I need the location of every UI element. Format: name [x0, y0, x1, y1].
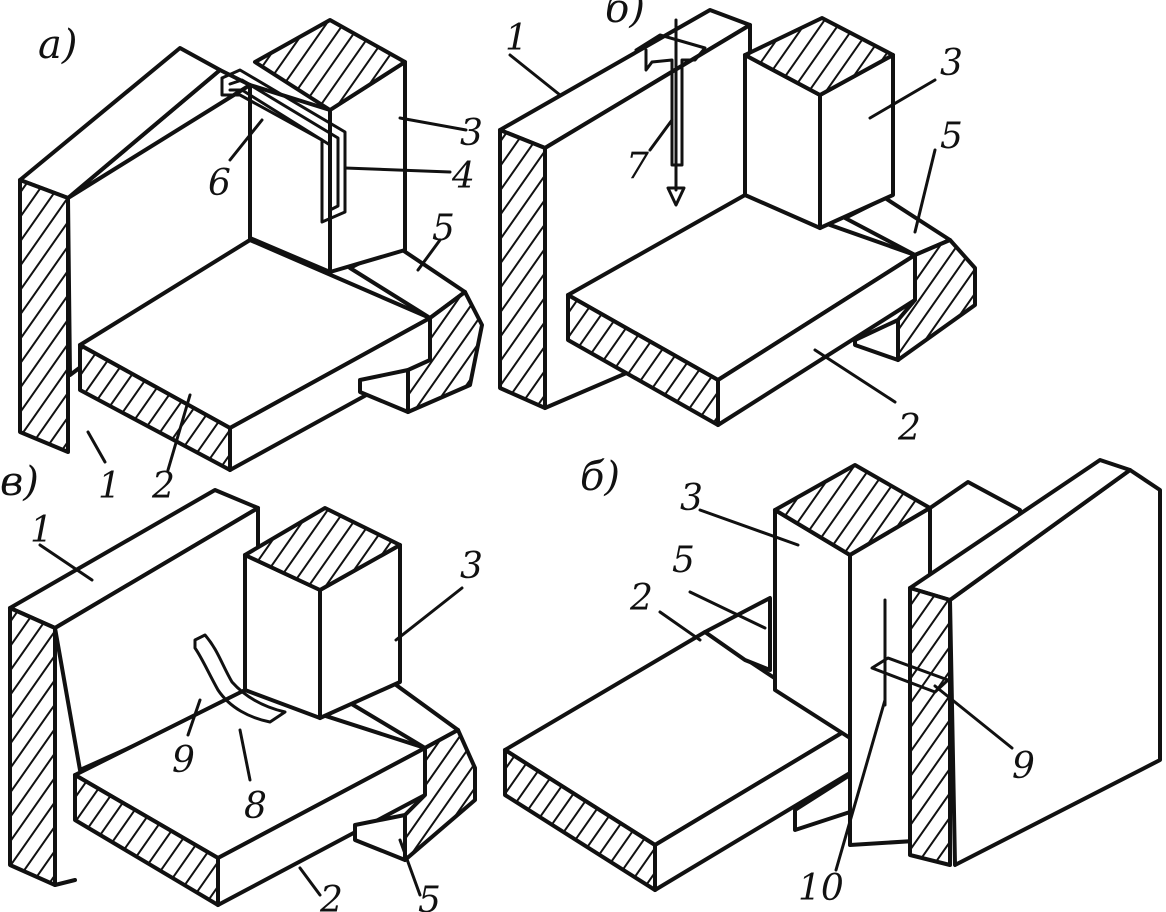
callout-a-4: 4 [451, 156, 475, 197]
callout-a-5: 5 [432, 208, 455, 249]
callout-a-6: 6 [208, 163, 231, 204]
part-7-electrode [634, 33, 707, 167]
panel-g-label: б) [580, 454, 620, 500]
part-1-wall-section [8, 606, 57, 887]
panel-g [503, 458, 1162, 892]
panel-a-label: a) [38, 22, 77, 68]
part-3-top-section [253, 18, 407, 112]
part-1-plate-section [908, 586, 952, 867]
part-1-wall-section [18, 178, 70, 454]
callout-v-1: 1 [30, 510, 53, 551]
callout-v-3: 3 [460, 546, 483, 587]
part-3-front [248, 83, 332, 274]
part-3-top-section [743, 16, 895, 97]
part-8-9-strip [193, 633, 287, 724]
part-5-under [853, 318, 900, 362]
panel-a [18, 18, 484, 472]
callout-g-9: 9 [1012, 746, 1035, 787]
callout-v-8: 8 [244, 786, 267, 827]
callout-b-1: 1 [505, 18, 528, 59]
callout-a-3: 3 [460, 113, 483, 154]
callout-v-2: 2 [319, 880, 343, 912]
callout-v-9: 9 [172, 740, 195, 781]
callout-b-7: 7 [626, 146, 649, 187]
callout-a-2: 2 [151, 466, 175, 507]
part-3-top-section [243, 506, 402, 592]
part-1-wall-section [498, 128, 547, 410]
callout-b-2: 2 [897, 408, 921, 449]
callout-b-5: 5 [940, 116, 963, 157]
callout-g-5: 5 [672, 540, 695, 581]
callout-a-1: 1 [98, 466, 121, 507]
part-4-electrode [220, 68, 347, 224]
panel-v-label: в) [0, 459, 39, 505]
part-5-section [896, 238, 977, 362]
part-9-strip [870, 656, 950, 694]
part-5-under [358, 368, 410, 414]
callout-b-3: 3 [940, 43, 963, 84]
part-5-under [353, 813, 407, 862]
part-5-top [703, 596, 772, 672]
callout-v-5: 5 [418, 880, 441, 912]
panel-b [498, 8, 977, 427]
callout-g-2: 2 [629, 578, 653, 619]
callout-g-3: 3 [680, 478, 703, 519]
panel-b-label: б) [605, 0, 645, 32]
part-5-section [403, 728, 477, 862]
part-5-section [406, 290, 484, 414]
callout-g-10: 10 [798, 868, 844, 909]
panel-v [8, 488, 477, 907]
part-6-electrode-inner [228, 78, 340, 212]
